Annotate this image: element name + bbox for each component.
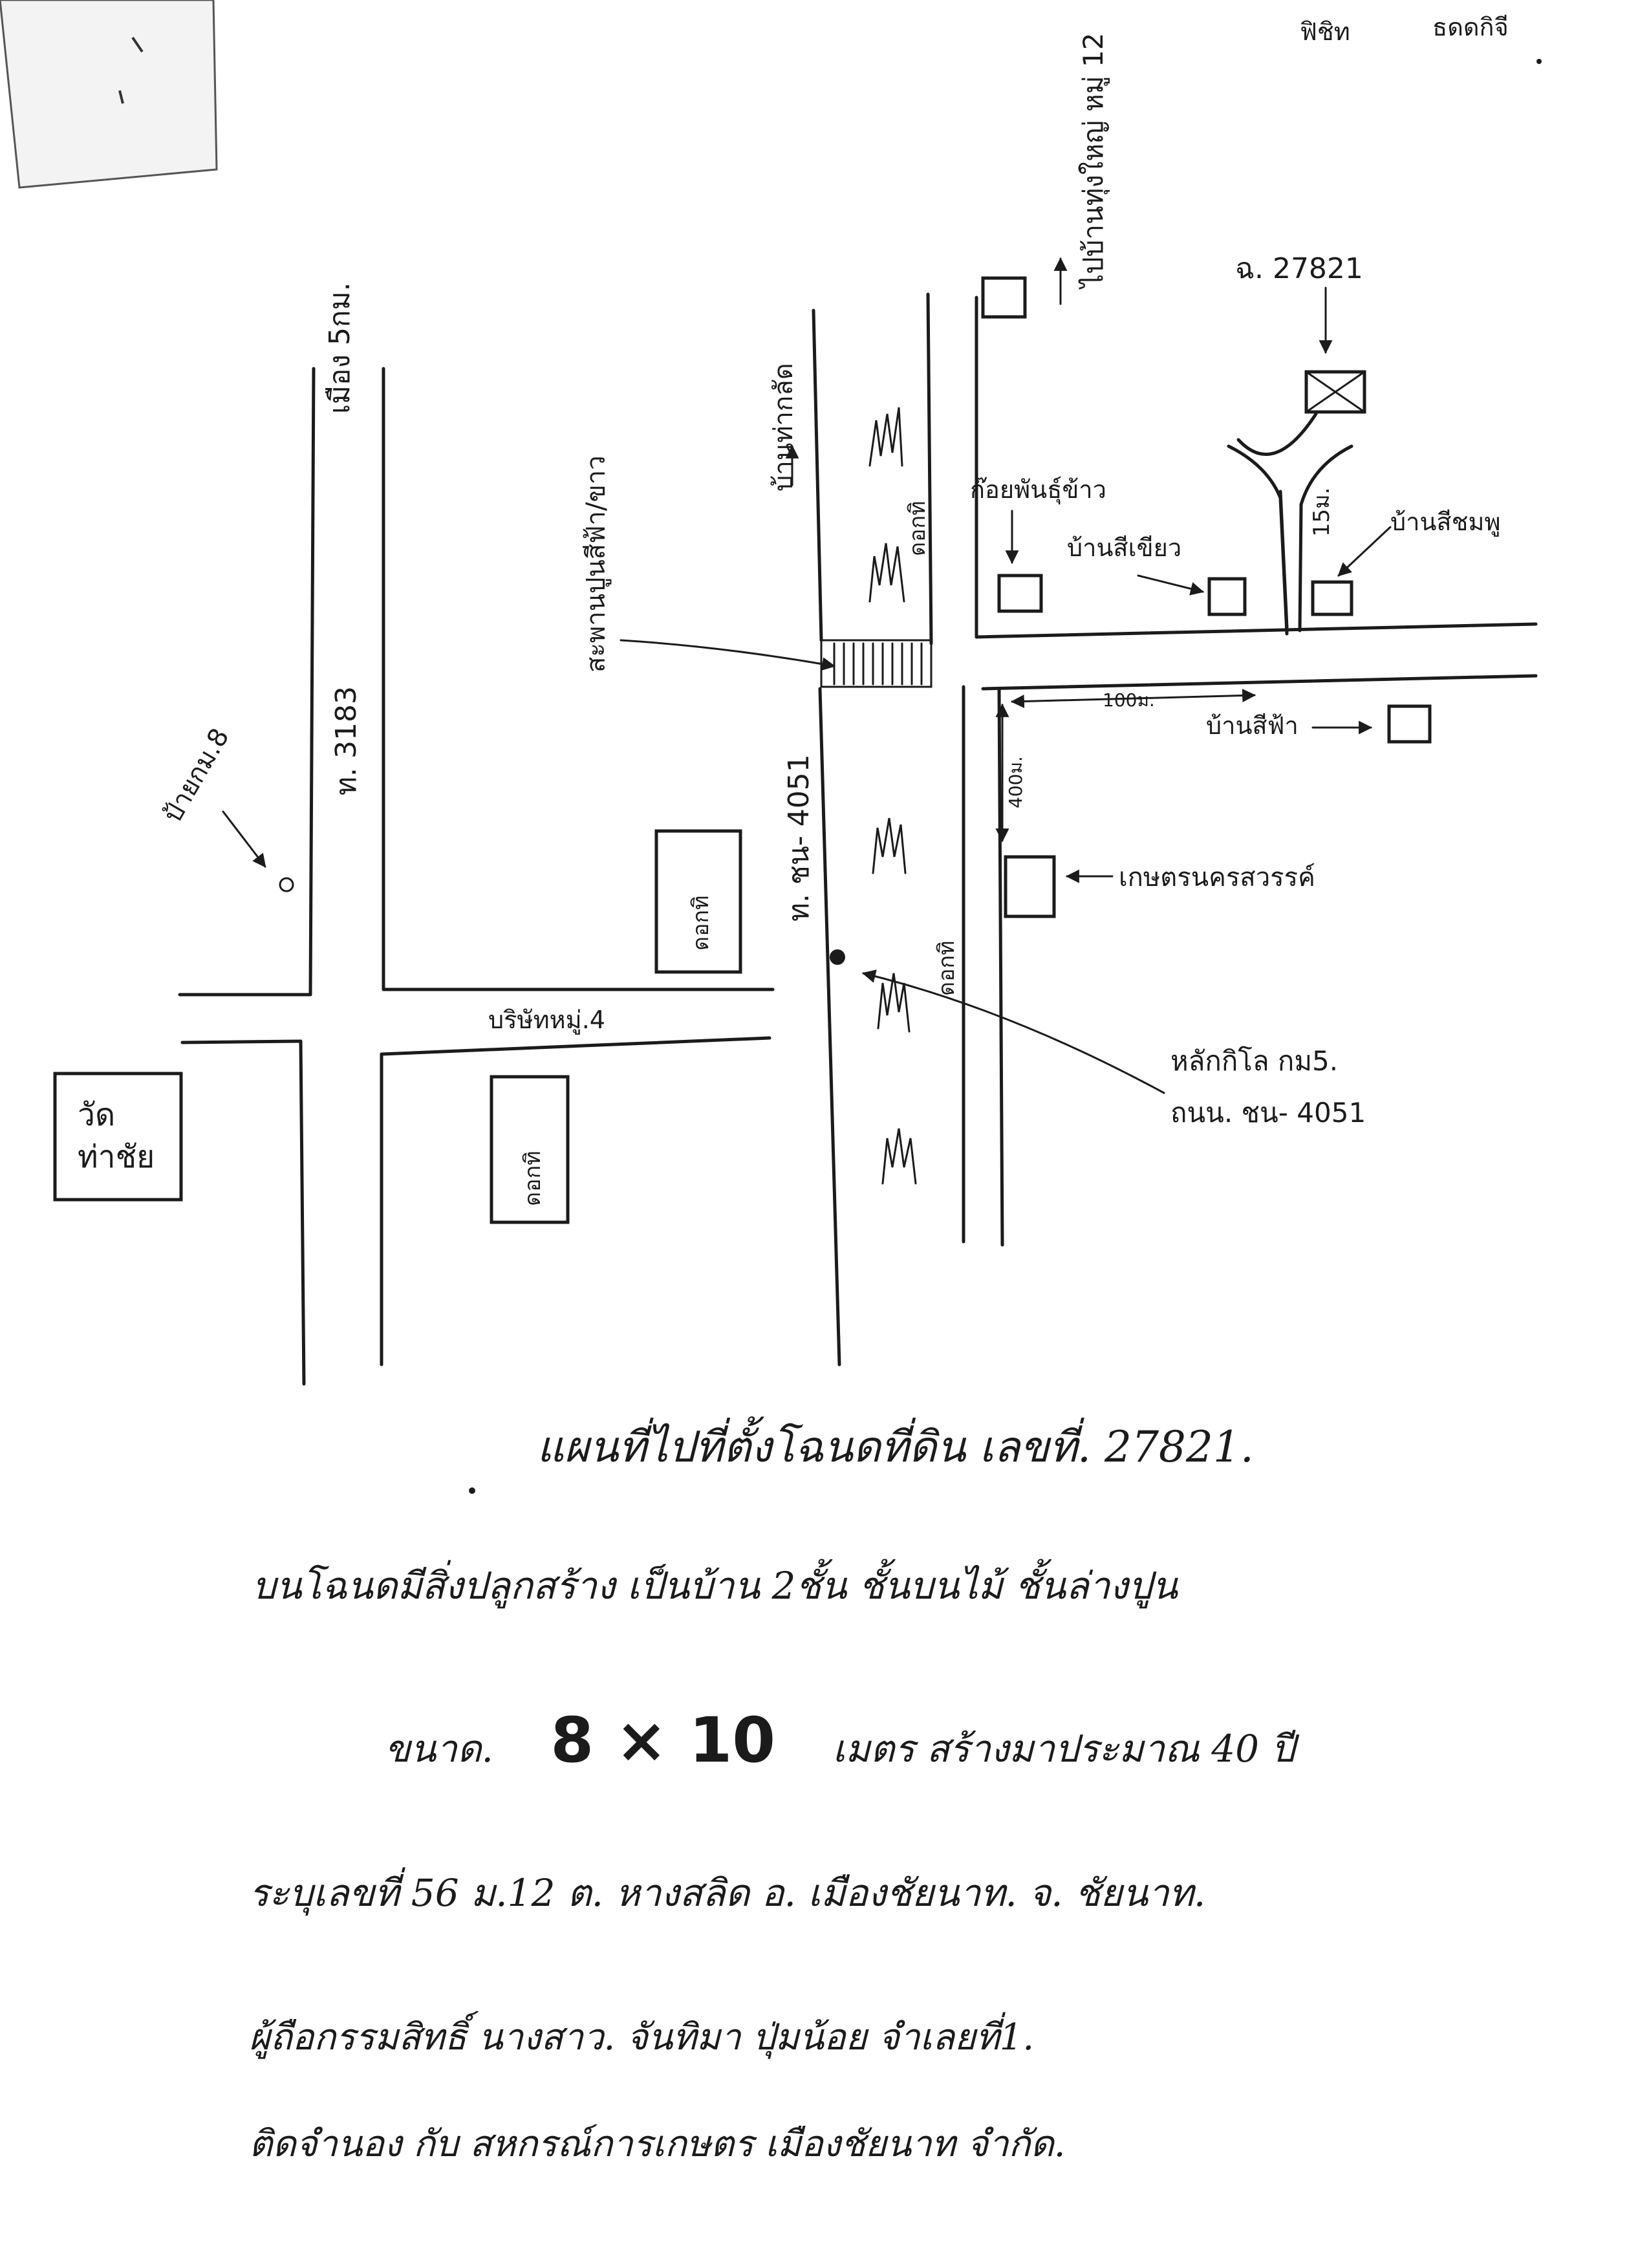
- field-box-2: [490, 1075, 570, 1224]
- km-post-marker: [830, 949, 845, 965]
- coop-label: เกษตรนครสวรรค์: [1119, 863, 1315, 892]
- coop-box: [1004, 855, 1056, 918]
- field-label-2: ดอกทิ: [934, 941, 960, 997]
- house-sky-box: [1387, 704, 1432, 744]
- km-post-label-2: ถนน. ชน- 4051: [1170, 1097, 1366, 1129]
- dist-100-label: 100ม.: [1103, 689, 1155, 711]
- pen-dot: [469, 1487, 475, 1494]
- km-post-arrow: [861, 969, 1165, 1094]
- map-title: แผนที่ไปที่ตั้งโฉนดที่ดิน เลขที่. 27821.: [537, 1422, 1254, 1472]
- house-pink-arrow: [1337, 526, 1392, 577]
- dist-100-arrow: [1010, 689, 1256, 708]
- paper-fold-corner: [0, 0, 218, 189]
- house-pink-label: บ้านสีชมพู: [1390, 508, 1501, 537]
- grass-symbols: [868, 407, 917, 1185]
- house-sky-label: บ้านสีฟ้า: [1206, 711, 1299, 740]
- house-pink-box: [1311, 580, 1353, 616]
- note-building: บนโฉนดมีสิ่งปลูกสร้าง เป็นบ้าน 2ชั้น ชั้…: [252, 1564, 1178, 1608]
- bridge: [820, 639, 932, 688]
- note-mortgage: ติดจำนอง กับ สหกรณ์การเกษตร เมืองชัยนาท …: [249, 2123, 1066, 2165]
- road-4051-label: ท. ชน- 4051: [782, 754, 815, 922]
- pen-dot: [1536, 59, 1542, 64]
- field-label-1: ดอกทิ: [905, 501, 931, 557]
- road-tha-krai-label: บ้านท่ากลัด: [769, 363, 799, 491]
- rice-shop-label: ก๊อยพันธุ์ข้าว: [970, 475, 1106, 504]
- corner-note-right: ธดดกิจี: [1432, 13, 1509, 41]
- cross-road: [178, 988, 775, 1056]
- note-size-row: ขนาด. 8 × 10 เมตร สร้างมาประมาณ 40 ปี: [385, 1704, 1295, 1778]
- house-green-label: บ้านสีเขียว: [1067, 534, 1181, 562]
- corner-note-left: ฟิชิท: [1300, 17, 1350, 46]
- house-green-box: [1207, 577, 1247, 616]
- field-box-1: [654, 829, 742, 974]
- parcel-label: ฉ. 27821: [1235, 252, 1363, 285]
- house-village-box: [981, 276, 1027, 319]
- wat-tha-chai-box: [53, 1072, 183, 1202]
- bridge-pointer-arrow: [620, 639, 836, 671]
- note-owner: ผู้ถือกรรมสิทธิ์ นางสาว. จันทิมา ปุ่มน้อ…: [249, 2016, 1035, 2058]
- dist-400-label: 400ม.: [1005, 756, 1026, 808]
- km8-arrow: [222, 810, 266, 868]
- parcel-27821-box: [1304, 370, 1366, 414]
- km8-sign-marker: [279, 877, 294, 892]
- road-3183-label: ท. 3183: [330, 686, 363, 795]
- road-4051: [812, 292, 965, 1366]
- dist-15m-label: 15ม.: [1309, 488, 1335, 537]
- note-size-suffix: เมตร สร้างมาประมาณ 40 ปี: [832, 1727, 1295, 1771]
- road-mueang-label: เมือง 5กม.: [323, 282, 356, 414]
- note-size-value: 8 × 10: [550, 1704, 776, 1777]
- school-label: บริษัทหมู่.4: [488, 1006, 605, 1035]
- road-village-12-label: ไปบ้านทุ่งใหญ่ หมู่ 12: [1077, 33, 1110, 290]
- note-size-prefix: ขนาด.: [385, 1727, 493, 1771]
- east-roads: [975, 296, 1538, 1247]
- km-post-label-1: หลักกิโล กม5.: [1170, 1045, 1338, 1077]
- road-3183: [299, 367, 385, 1386]
- field-label-3: ดอกทิ: [688, 896, 714, 951]
- bridge-label: สะพานปูนสีฟ้า/ขาว: [581, 455, 611, 673]
- field-label-4: ดอกทิ: [520, 1151, 546, 1207]
- wat-name-2: ท่าชัย: [78, 1139, 155, 1175]
- wat-name-1: วัด: [78, 1097, 115, 1133]
- rice-shop-box: [997, 574, 1043, 613]
- house-green-arrow: [1137, 574, 1205, 596]
- note-address: ระบุเลขที่ 56 ม.12 ต. หางสลิด อ. เมืองชั…: [249, 1871, 1206, 1915]
